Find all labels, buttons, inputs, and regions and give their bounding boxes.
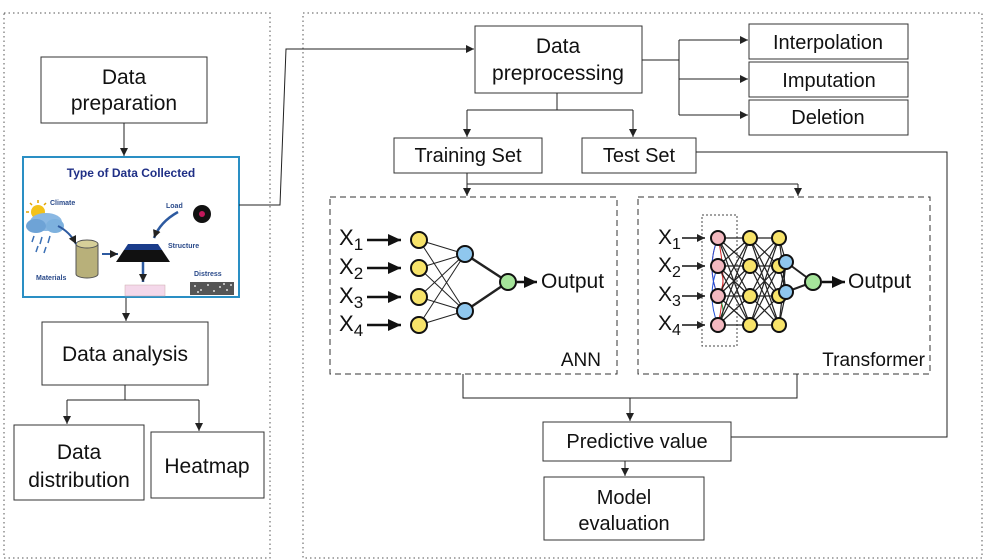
imputation-label: Imputation xyxy=(782,70,875,92)
transformer-hidden-node xyxy=(771,230,787,246)
transformer-input-4: X4 xyxy=(658,312,681,339)
data-preparation-line-2: preparation xyxy=(71,92,177,115)
transformer-output-label: Output xyxy=(848,270,911,293)
preprocessing-branch-connector xyxy=(642,40,680,115)
transformer-connection xyxy=(717,265,751,326)
data-preparation-line-1: Data xyxy=(102,66,147,89)
climate-label: Climate xyxy=(50,200,75,207)
transformer-attention-node xyxy=(710,230,726,246)
image-title: Type of Data Collected xyxy=(67,166,195,180)
load-to-structure-arrow xyxy=(152,210,179,239)
test-set-label: Test Set xyxy=(603,145,676,167)
transformer-inputs: X1 X2 X3 X4 xyxy=(658,226,681,339)
result-block xyxy=(124,284,166,297)
training-split-connector xyxy=(466,173,798,185)
data-preparation-box: Data preparation xyxy=(40,56,208,124)
analysis-branch-connector xyxy=(67,385,199,401)
model-evaluation-line-1: Model xyxy=(597,487,651,509)
distress-label: Distress xyxy=(194,271,222,278)
transformer-network xyxy=(682,230,845,333)
deletion-box: Deletion xyxy=(748,99,909,136)
ann-input-4: X4 xyxy=(339,311,363,340)
ann-connection xyxy=(418,253,466,298)
models-merge-connector xyxy=(462,374,798,399)
transformer-dense-node xyxy=(778,254,794,270)
rain-cloud-icon xyxy=(26,213,64,254)
ann-input-1: X1 xyxy=(339,225,363,254)
predictive-value-label: Predictive value xyxy=(566,431,707,453)
heatmap-label: Heatmap xyxy=(164,455,249,478)
data-distribution-line-2: distribution xyxy=(28,469,130,492)
data-collected-image: Type of Data Collected Climate Materials… xyxy=(22,156,240,298)
transformer-hidden-node xyxy=(742,317,758,333)
ann-network xyxy=(367,231,537,334)
materials-cylinder-icon xyxy=(75,239,99,279)
transformer-attention-node xyxy=(710,258,726,274)
attention-frame xyxy=(701,214,738,347)
ann-output-node xyxy=(499,273,517,291)
transformer-hidden-node xyxy=(771,317,787,333)
ann-input-node xyxy=(410,288,428,306)
interpolation-box: Interpolation xyxy=(748,23,909,60)
transformer-attention-node xyxy=(710,288,726,304)
transformer-input-3: X3 xyxy=(658,283,681,310)
predictive-value-box: Predictive value xyxy=(542,421,732,462)
load-label: Load xyxy=(166,203,183,210)
structure-icon xyxy=(116,244,170,262)
ann-hidden-node xyxy=(456,302,474,320)
ann-input-node xyxy=(410,231,428,249)
distress-texture xyxy=(190,282,234,295)
ann-hidden-node xyxy=(456,245,474,263)
transformer-connection xyxy=(717,237,751,326)
heatmap-box: Heatmap xyxy=(150,431,265,499)
ann-connection xyxy=(418,253,466,326)
transformer-connection xyxy=(749,265,780,326)
transformer-output-node xyxy=(804,273,822,291)
data-analysis-label: Data analysis xyxy=(62,343,188,366)
ann-input-2: X2 xyxy=(339,254,363,283)
ann-output-label: Output xyxy=(541,270,604,293)
ann-model-frame xyxy=(329,196,618,375)
training-set-label: Training Set xyxy=(414,145,522,167)
data-analysis-box: Data analysis xyxy=(41,321,209,386)
materials-label: Materials xyxy=(36,275,66,282)
data-preprocessing-box: Data preprocessing xyxy=(474,25,643,94)
transformer-label: Transformer xyxy=(822,350,925,371)
training-set-box: Training Set xyxy=(393,137,543,174)
data-preprocessing-line-2: preprocessing xyxy=(492,62,624,85)
climate-to-materials-arrow xyxy=(57,225,77,245)
model-evaluation-line-2: evaluation xyxy=(578,513,669,535)
test-set-box: Test Set xyxy=(581,137,697,174)
transformer-attention-node xyxy=(710,317,726,333)
transformer-hidden-node xyxy=(742,258,758,274)
structure-label: Structure xyxy=(168,243,199,250)
interpolation-label: Interpolation xyxy=(773,32,883,54)
ann-input-node xyxy=(410,316,428,334)
transformer-model-frame xyxy=(637,196,931,375)
deletion-label: Deletion xyxy=(791,107,864,129)
ann-input-node xyxy=(410,259,428,277)
ann-label: ANN xyxy=(561,350,601,371)
ann-inputs: X1 X2 X3 X4 xyxy=(339,225,363,340)
test-set-to-predictive-connector xyxy=(696,151,948,438)
transformer-connection xyxy=(749,237,780,297)
transformer-input-1: X1 xyxy=(658,226,681,253)
ann-input-3: X3 xyxy=(339,283,363,312)
model-evaluation-box: Model evaluation xyxy=(543,476,705,541)
transformer-input-2: X2 xyxy=(658,254,681,281)
transformer-hidden-node xyxy=(742,288,758,304)
data-preprocessing-line-1: Data xyxy=(536,35,581,58)
data-distribution-line-1: Data xyxy=(57,441,102,464)
arrow-image-to-preprocessing xyxy=(239,45,474,206)
wheel-icon xyxy=(193,205,211,223)
transformer-connection xyxy=(749,237,780,326)
transformer-connection xyxy=(717,237,751,297)
data-distribution-box: Data distribution xyxy=(13,424,145,501)
imputation-box: Imputation xyxy=(748,61,909,98)
transformer-hidden-node xyxy=(742,230,758,246)
transformer-dense-node xyxy=(778,284,794,300)
preprocessing-split-connector xyxy=(467,93,633,111)
